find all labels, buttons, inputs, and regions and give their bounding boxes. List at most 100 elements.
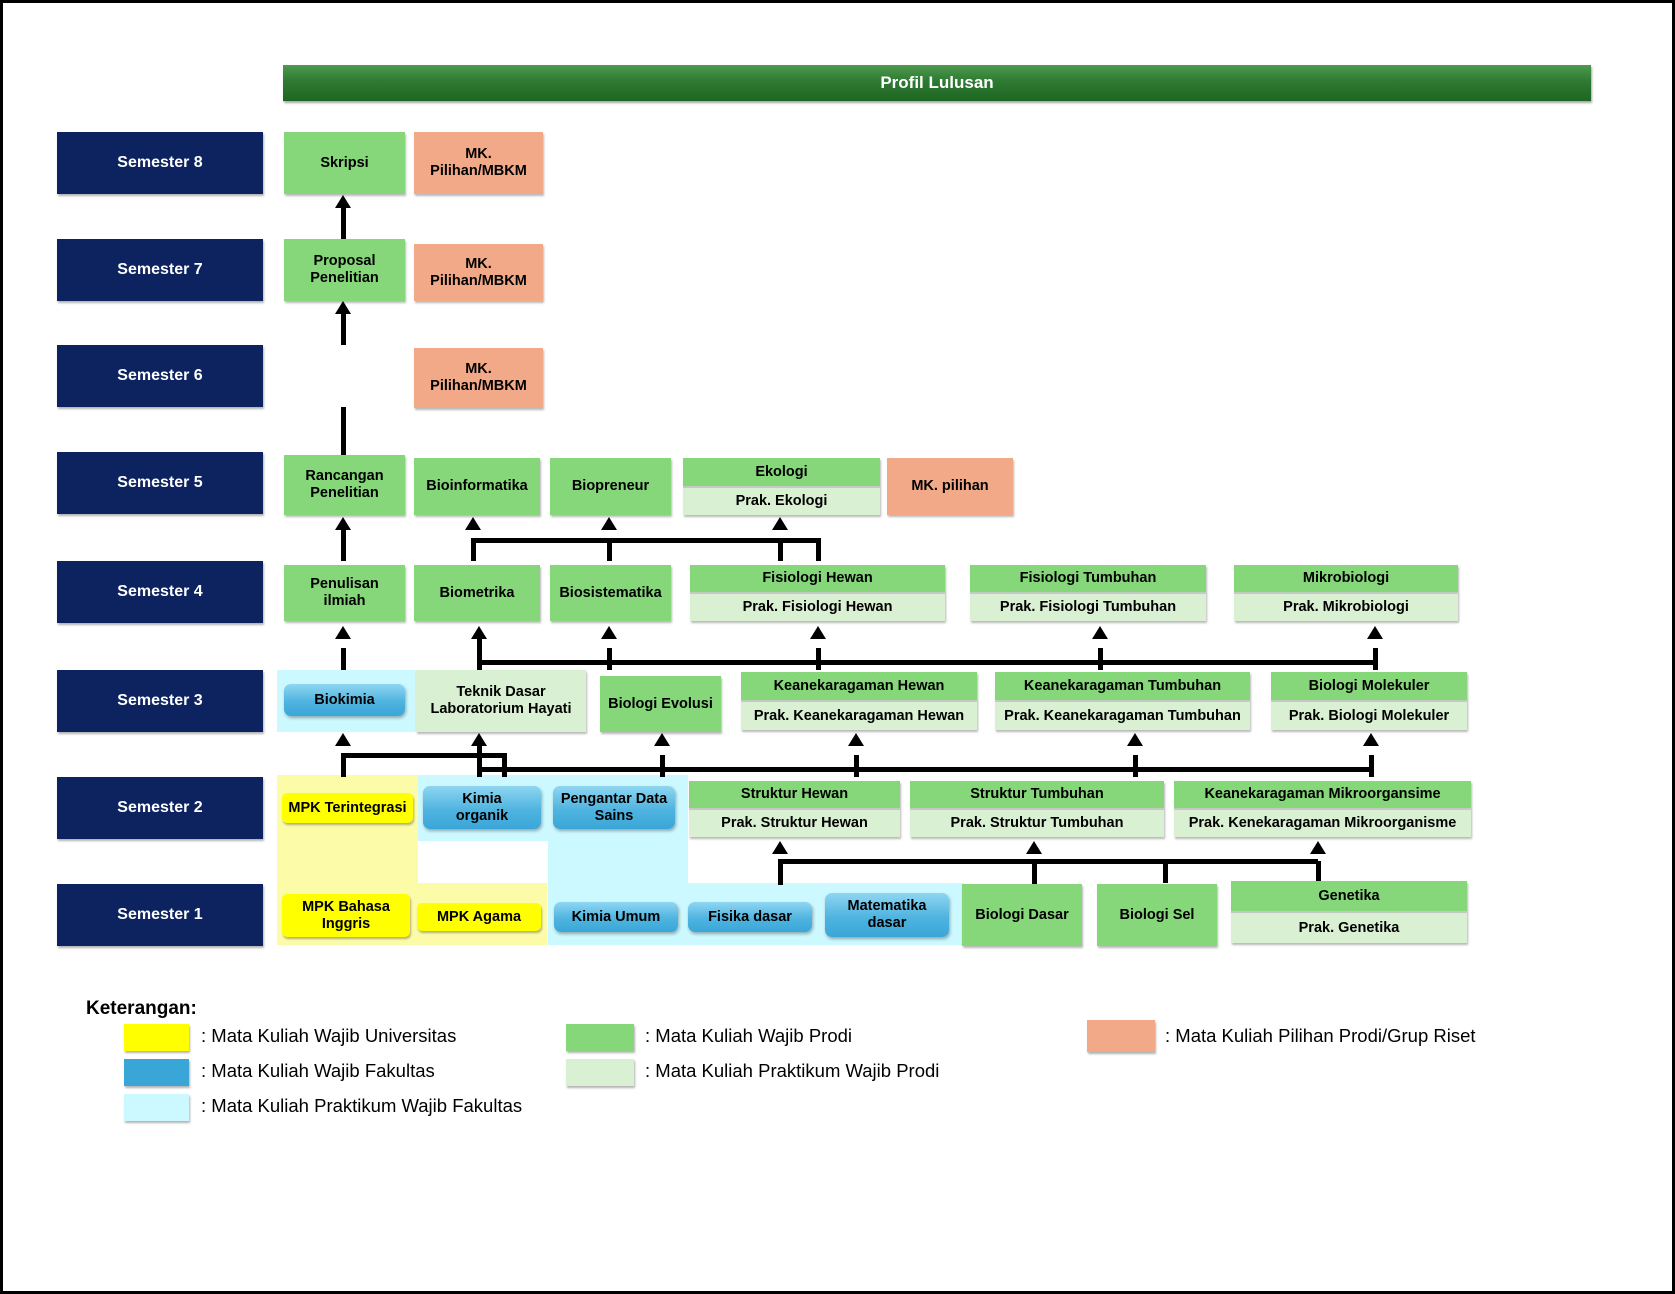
course-keanekaragaman-mikroorgansime-stack[interactable]: Keanekaragaman Mikroorgansime Prak. Kene…	[1174, 781, 1471, 837]
connector-rancangan-to-proposal-upper	[341, 309, 346, 345]
arrow-to-ekologi	[772, 517, 788, 530]
course-pengantar-data-sains[interactable]: Pengantar Data Sains	[553, 786, 675, 829]
arrow-to-biopreneur	[601, 517, 617, 530]
semester-label-5: Semester 5	[57, 452, 263, 514]
course-biosistematika[interactable]: Biosistematika	[550, 565, 671, 621]
semester-label-text: Semester 7	[117, 261, 203, 278]
course-biopreneur[interactable]: Biopreneur	[550, 458, 671, 515]
course-mpk-terintegrasi[interactable]: MPK Terintegrasi	[282, 793, 413, 823]
course-mk-pilihan-mbkm-8[interactable]: MK. Pilihan/MBKM	[414, 132, 543, 194]
connector-penulisan-to-rancangan	[341, 527, 346, 561]
arrow-to-struktur-hewan	[772, 841, 788, 854]
connector-biologi-dasar-riser	[778, 861, 783, 885]
connector-km-riser	[1369, 755, 1374, 777]
semester-label-text: Semester 1	[117, 906, 203, 923]
course-prak-ekologi[interactable]: Prak. Ekologi	[683, 485, 880, 515]
course-struktur-tumbuhan[interactable]: Struktur Tumbuhan	[910, 781, 1164, 808]
course-biologi-evolusi[interactable]: Biologi Evolusi	[600, 676, 721, 732]
course-ekologi[interactable]: Ekologi	[683, 458, 880, 486]
banner-title: Profil Lulusan	[880, 73, 994, 92]
course-rancangan-penelitian[interactable]: Rancangan Penelitian	[284, 455, 405, 515]
course-penulisan-ilmiah[interactable]: Penulisan ilmiah	[284, 565, 405, 621]
course-proposal-penelitian[interactable]: Proposal Penelitian	[284, 239, 405, 301]
arrow-to-fisiologi-tumbuhan	[1092, 626, 1108, 639]
course-mk-pilihan-mbkm-6[interactable]: MK. Pilihan/MBKM	[414, 348, 543, 408]
course-prak-mikrobiologi[interactable]: Prak. Mikrobiologi	[1234, 592, 1458, 621]
course-keanekaragaman-hewan[interactable]: Keanekaragaman Hewan	[741, 672, 977, 700]
course-kimia-organik[interactable]: Kimia organik	[423, 786, 541, 829]
course-keanekaragaman-hewan-stack[interactable]: Keanekaragaman Hewan Prak. Keanekaragama…	[741, 672, 977, 730]
course-biologi-sel[interactable]: Biologi Sel	[1097, 884, 1217, 946]
course-fisika-dasar[interactable]: Fisika dasar	[688, 902, 812, 932]
course-mk-pilihan-5[interactable]: MK. pilihan	[887, 458, 1013, 515]
course-fisiologi-tumbuhan-stack[interactable]: Fisiologi Tumbuhan Prak. Fisiologi Tumbu…	[970, 565, 1206, 621]
arrow-to-keanekaragaman-tumbuhan	[1127, 733, 1143, 746]
connector-biometrika-up	[471, 538, 476, 561]
course-biokimia[interactable]: Biokimia	[284, 684, 405, 716]
course-fisiologi-hewan-stack[interactable]: Fisiologi Hewan Prak. Fisiologi Hewan	[690, 565, 945, 621]
course-keanekaragaman-tumbuhan-stack[interactable]: Keanekaragaman Tumbuhan Prak. Keanekarag…	[995, 672, 1250, 730]
connector-bus-s4-s5	[471, 538, 783, 543]
course-prak-fisiologi-hewan[interactable]: Prak. Fisiologi Hewan	[690, 592, 945, 621]
course-prak-keanekaragaman-hewan[interactable]: Prak. Keanekaragaman Hewan	[741, 700, 977, 730]
semester-label-text: Semester 3	[117, 692, 203, 709]
course-mikrobiologi[interactable]: Mikrobiologi	[1234, 565, 1458, 592]
course-biometrika[interactable]: Biometrika	[414, 565, 540, 621]
course-prak-kenekaragaman-mikroorganisme[interactable]: Prak. Kenekaragaman Mikroorganisme	[1174, 808, 1471, 837]
course-teknik-dasar-lab[interactable]: Teknik Dasar Laboratorium Hayati	[416, 670, 586, 732]
arrow-to-mikrobiologi	[1367, 626, 1383, 639]
course-kimia-umum[interactable]: Kimia Umum	[554, 902, 678, 932]
course-bioinformatika[interactable]: Bioinformatika	[414, 458, 540, 515]
course-keanekaragaman-tumbuhan[interactable]: Keanekaragaman Tumbuhan	[995, 672, 1250, 700]
arrow-to-keanekaragaman-mikro	[1310, 841, 1326, 854]
course-prak-genetika[interactable]: Prak. Genetika	[1231, 911, 1467, 943]
course-struktur-hewan[interactable]: Struktur Hewan	[689, 781, 900, 808]
profil-lulusan-banner: Profil Lulusan	[283, 65, 1591, 101]
course-mk-pilihan-mbkm-7[interactable]: MK. Pilihan/MBKM	[414, 244, 543, 301]
course-prak-keanekaragaman-tumbuhan[interactable]: Prak. Keanekaragaman Tumbuhan	[995, 700, 1250, 730]
course-mpk-bahasa-inggris[interactable]: MPK Bahasa Inggris	[282, 894, 410, 937]
arrow-to-keanekaragaman-hewan	[848, 733, 864, 746]
course-matematika-dasar[interactable]: Matematika dasar	[825, 893, 949, 937]
course-struktur-tumbuhan-stack[interactable]: Struktur Tumbuhan Prak. Struktur Tumbuha…	[910, 781, 1164, 837]
course-ekologi-stack[interactable]: Ekologi Prak. Ekologi	[683, 458, 880, 515]
course-prak-struktur-hewan[interactable]: Prak. Struktur Hewan	[689, 808, 900, 837]
legend-label-prak-wajib-prodi: : Mata Kuliah Praktikum Wajib Prodi	[645, 1060, 940, 1081]
course-prak-struktur-tumbuhan[interactable]: Prak. Struktur Tumbuhan	[910, 808, 1164, 837]
arrow-proposal-to-skripsi	[335, 195, 351, 208]
semester-label-1: Semester 1	[57, 884, 263, 946]
legend-swatch-prak-wajib-fakultas	[124, 1094, 189, 1121]
course-keanekaragaman-mikroorgansime[interactable]: Keanekaragaman Mikroorgansime	[1174, 781, 1471, 808]
connector-biologi-sel-riser	[1032, 861, 1037, 885]
arrow-to-biologi-evolusi	[654, 733, 670, 746]
course-fisiologi-tumbuhan[interactable]: Fisiologi Tumbuhan	[970, 565, 1206, 592]
semester-label-8: Semester 8	[57, 132, 263, 194]
semester-label-4: Semester 4	[57, 561, 263, 623]
course-skripsi[interactable]: Skripsi	[284, 132, 405, 194]
connector-genetika-riser	[1316, 861, 1321, 885]
course-struktur-hewan-stack[interactable]: Struktur Hewan Prak. Struktur Hewan	[689, 781, 900, 837]
course-biologi-molekuler-stack[interactable]: Biologi Molekuler Prak. Biologi Molekule…	[1271, 672, 1467, 730]
arrow-to-biometrika	[471, 626, 487, 639]
course-mpk-agama[interactable]: MPK Agama	[417, 903, 541, 931]
legend-label-pilihan-prodi: : Mata Kuliah Pilihan Prodi/Grup Riset	[1165, 1025, 1476, 1046]
course-prak-fisiologi-tumbuhan[interactable]: Prak. Fisiologi Tumbuhan	[970, 592, 1206, 621]
course-fisiologi-hewan[interactable]: Fisiologi Hewan	[690, 565, 945, 592]
course-mikrobiologi-stack[interactable]: Mikrobiologi Prak. Mikrobiologi	[1234, 565, 1458, 621]
course-prak-biologi-molekuler[interactable]: Prak. Biologi Molekuler	[1271, 700, 1467, 730]
arrow-to-biologi-molekuler	[1363, 733, 1379, 746]
legend-label-wajib-prodi: : Mata Kuliah Wajib Prodi	[645, 1025, 853, 1046]
course-genetika[interactable]: Genetika	[1231, 881, 1467, 911]
legend-swatch-wajib-universitas	[124, 1024, 189, 1051]
semester-label-text: Semester 6	[117, 367, 203, 384]
semester-label-6: Semester 6	[57, 345, 263, 407]
course-genetika-stack[interactable]: Genetika Prak. Genetika	[1231, 881, 1467, 943]
arrow-to-teknik-dasar	[471, 733, 487, 746]
connector-biokimia-bus-riser	[502, 753, 507, 777]
connector-pds-riser	[660, 755, 665, 777]
connector-biokimia-riser	[341, 648, 346, 670]
course-biologi-dasar[interactable]: Biologi Dasar	[962, 884, 1082, 946]
connector-sh-riser	[854, 755, 859, 777]
legend-swatch-wajib-fakultas	[124, 1059, 189, 1086]
course-biologi-molekuler[interactable]: Biologi Molekuler	[1271, 672, 1467, 700]
